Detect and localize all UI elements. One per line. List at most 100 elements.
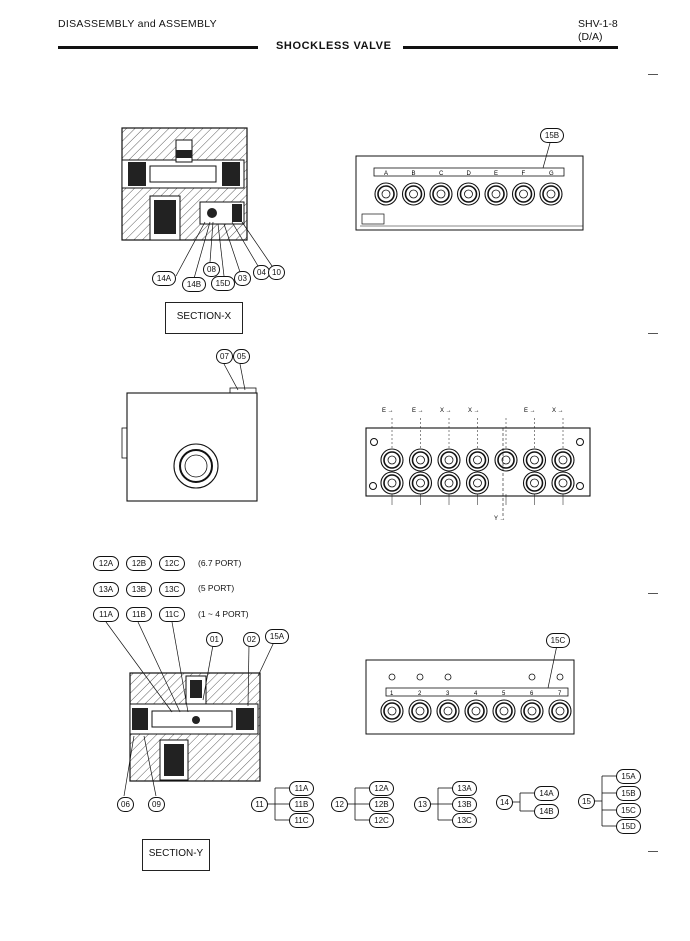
port-outer <box>492 699 516 723</box>
port-core <box>555 706 565 716</box>
port-ring <box>411 702 429 720</box>
port-outer <box>520 699 544 723</box>
callout-group-item: 15B <box>616 786 641 801</box>
middle-right-block: E →E →X →X →E →X →Y → <box>365 408 591 522</box>
section-y-plug-left <box>132 708 148 730</box>
section-y-label: SECTION-Y <box>142 839 210 871</box>
callout-group-item: 12B <box>369 797 394 812</box>
callout-port-row: 11A <box>93 607 119 622</box>
port-core <box>381 189 391 199</box>
page-code: SHV-1-8 (D/A) <box>578 18 618 44</box>
port-outer <box>408 699 432 723</box>
port-outer <box>548 699 572 723</box>
section-x-upper-plug <box>176 150 192 158</box>
port-core <box>530 478 539 488</box>
port-core <box>464 189 473 199</box>
section-x-plug-right <box>222 162 240 186</box>
port-ring <box>467 702 485 720</box>
port-ring <box>432 185 450 203</box>
strip-number: 7 <box>558 691 562 697</box>
port-outer <box>539 182 563 206</box>
strip-letter: A <box>384 171 388 177</box>
port-outer <box>380 448 404 472</box>
port-core <box>416 455 425 465</box>
bottom-strip <box>385 687 569 697</box>
strip-letter: F <box>522 171 526 177</box>
port-ring <box>383 451 401 469</box>
port-core <box>409 189 418 199</box>
callout-section-x: 10 <box>268 265 285 280</box>
strip-number: 2 <box>418 691 422 697</box>
title-rule-left <box>58 46 258 49</box>
flow-letter: E → <box>382 408 394 414</box>
middle-right-body <box>365 427 591 497</box>
section-y-spool <box>151 710 233 728</box>
section-x-spool <box>149 165 217 183</box>
port-outer <box>551 448 575 472</box>
section-x-plug-left <box>128 162 146 186</box>
port-note-1-4: (1 ~ 4 PORT) <box>198 609 249 619</box>
port-outer <box>436 699 460 723</box>
lower-right-block-outline <box>365 659 575 735</box>
port-ring <box>459 185 478 203</box>
strip-letter: E <box>494 171 498 177</box>
port-core <box>530 455 539 465</box>
callout-05: 05 <box>233 349 250 364</box>
strip-number: 4 <box>474 691 478 697</box>
port-outer <box>465 448 490 472</box>
callout-section-x: 08 <box>203 262 220 277</box>
strip-letter: D <box>467 171 472 177</box>
callout-port-row: 13C <box>159 581 185 597</box>
port-ring <box>468 451 487 469</box>
strip-number: 5 <box>502 691 506 697</box>
flow-letter: X → <box>552 408 564 414</box>
middle-left-flange <box>121 427 128 459</box>
flow-letter: E → <box>412 408 424 414</box>
port-core <box>387 706 397 716</box>
port-core <box>558 478 568 488</box>
flow-letter: X → <box>440 408 452 414</box>
callout-section-x: 03 <box>234 271 251 286</box>
callout-group-item: 12C <box>369 813 394 828</box>
callout-port-row: 12B <box>126 556 152 571</box>
callout-group-root: 15 <box>578 794 595 809</box>
port-ring <box>440 451 458 469</box>
port-ring <box>495 702 513 720</box>
callout-section-x: 14A <box>152 271 176 286</box>
section-x-label: SECTION-X <box>165 302 243 334</box>
port-ring <box>383 474 401 492</box>
port-outer <box>464 699 488 723</box>
port-core <box>444 478 454 488</box>
callout-section-x: 15D <box>211 276 235 291</box>
callout-group-item: 11A <box>289 781 314 796</box>
section-y-plug-right <box>236 708 254 730</box>
port-core <box>558 455 568 465</box>
middle-left-block <box>121 363 258 502</box>
callout-group-item: 13C <box>452 813 477 828</box>
port-ring <box>440 474 458 492</box>
port-ring <box>404 185 423 203</box>
port-outer <box>374 182 398 206</box>
callout-group-root: 13 <box>414 797 431 812</box>
callout-09: 09 <box>148 797 165 812</box>
port-ring <box>468 474 487 492</box>
flow-letter: E → <box>524 408 536 414</box>
port-ring <box>377 185 395 203</box>
port-ring <box>554 451 572 469</box>
port-note-6-7: (6.7 PORT) <box>198 558 242 568</box>
callout-group-item: 13B <box>452 797 477 812</box>
callout-group-item: 13A <box>452 781 477 796</box>
port-core <box>416 478 425 488</box>
section-y-lower-plug <box>164 744 184 776</box>
section-x-ball <box>207 208 217 218</box>
callout-port-row: 11C <box>159 607 185 622</box>
callout-group-item: 12A <box>369 781 394 796</box>
port-ring <box>525 451 544 469</box>
strip-number: 6 <box>530 691 534 697</box>
callout-port-row: 13B <box>126 581 152 597</box>
callout-group-item: 15C <box>616 803 641 818</box>
header-section: DISASSEMBLY and ASSEMBLY <box>58 18 217 30</box>
port-outer <box>408 448 433 472</box>
port-core <box>499 706 509 716</box>
